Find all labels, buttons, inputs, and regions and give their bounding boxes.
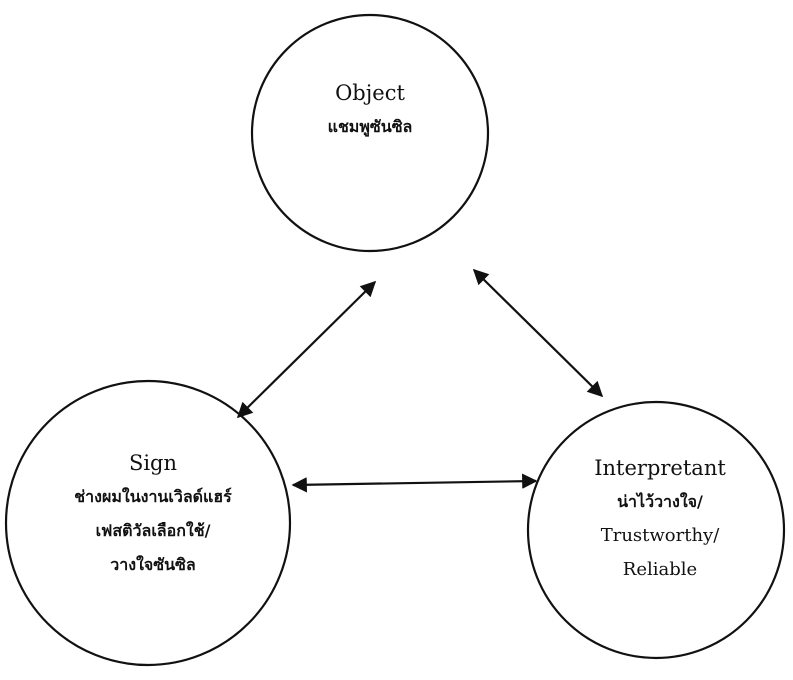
- interpretant-circle: [526, 400, 786, 660]
- object-node: Object แชมพูซันซิล: [270, 80, 470, 144]
- interpretant-title: Interpretant: [594, 456, 726, 480]
- sign-text-line-1: ช่างผมในงานเวิลด์แฮร์: [74, 487, 232, 506]
- interpretant-text-line-1: น่าไว้วางใจ/: [617, 492, 703, 511]
- object-sign-arrow: [236, 280, 377, 419]
- interpretant-node: Interpretant น่าไว้วางใจ/ Trustworthy/ R…: [560, 455, 760, 587]
- object-interpretant-arrow: [472, 268, 604, 398]
- interpretant-text-line-2: Trustworthy/: [600, 525, 720, 546]
- sign-circle: [4, 379, 292, 667]
- sign-text-line-3: วางใจซันซิล: [110, 555, 196, 574]
- interpretant-text-line-3: Reliable: [622, 559, 698, 580]
- object-text-line: แชมพูซันซิล: [327, 117, 413, 136]
- sign-title: Sign: [128, 451, 178, 475]
- sign-node: Sign ช่างผมในงานเวิลด์แฮร์ เฟสติวัลเลือก…: [28, 450, 278, 582]
- sign-text-line-2: เฟสติวัลเลือกใช้/: [95, 521, 211, 540]
- object-title: Object: [335, 81, 405, 105]
- sign-interpretant-arrow: [291, 473, 538, 493]
- object-circle: [250, 13, 490, 253]
